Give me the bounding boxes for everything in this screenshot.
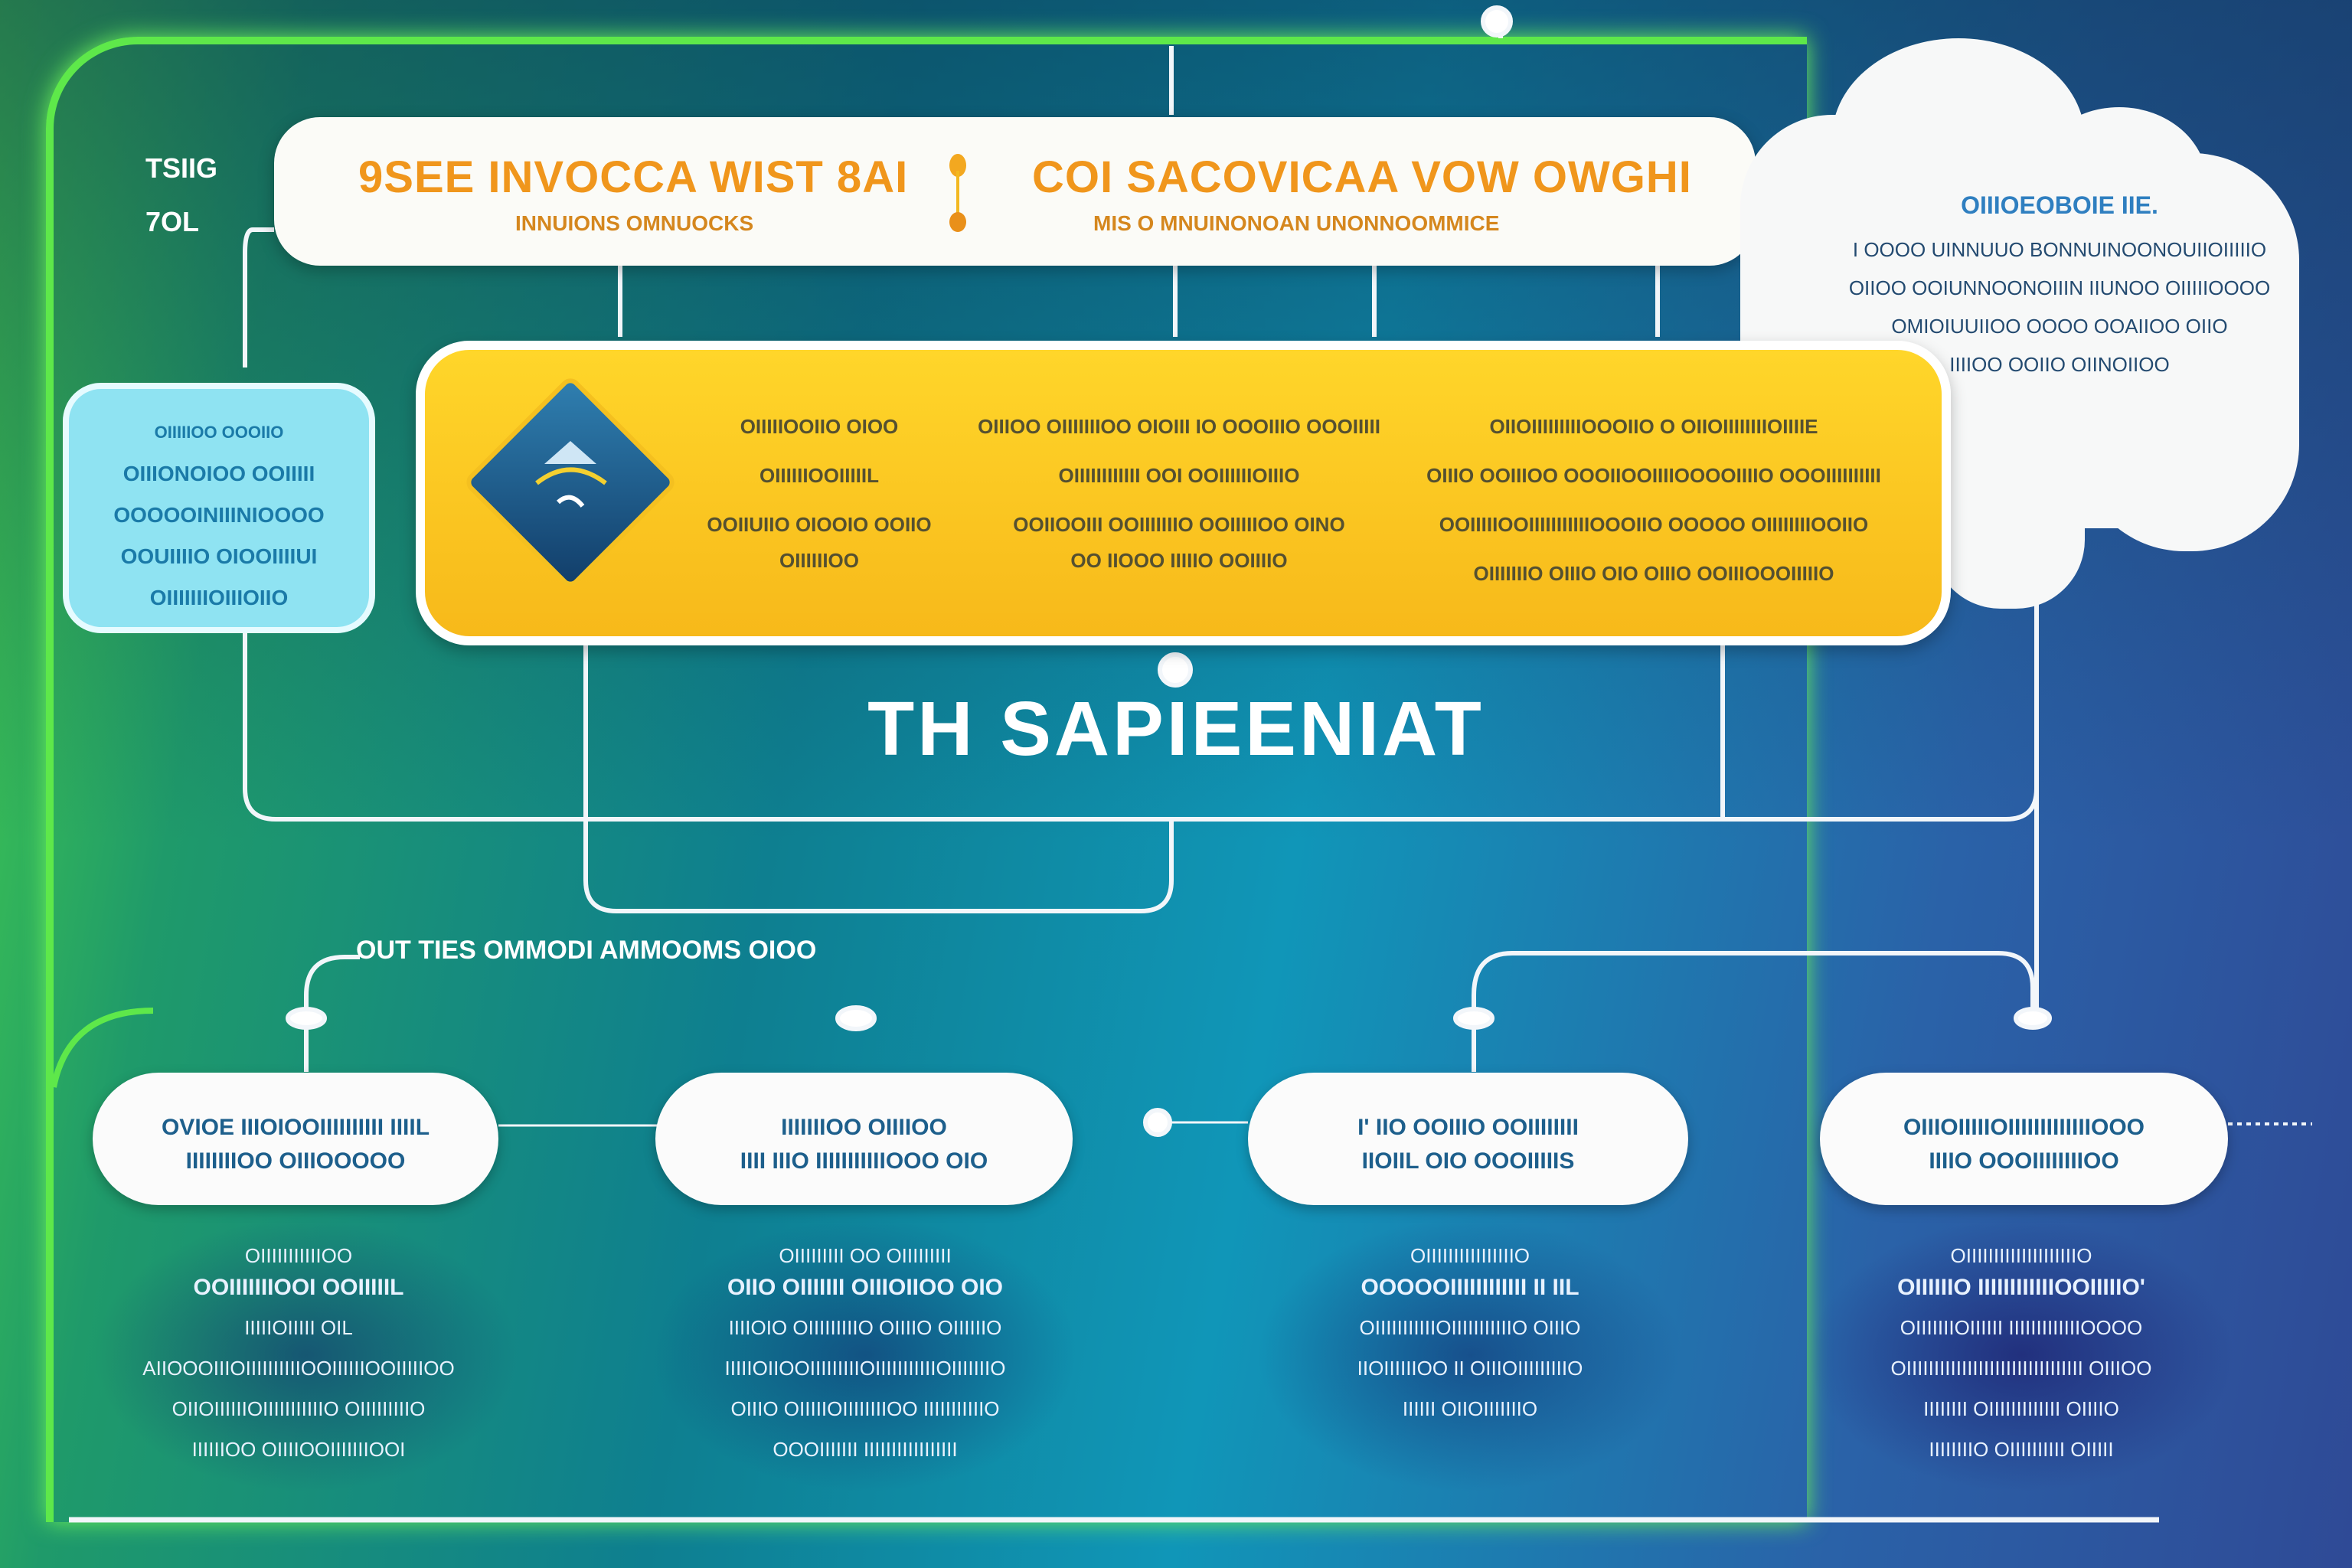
stage-4-text: OIIIIIIIIIIIIIIIIIIIIO OIIIIIIO IIIIIIIII… [1807,1244,2236,1470]
text-line: OOOOOINIIINIOOOO [113,503,325,527]
text-line: OIIIONOIOO OOIIIII [122,462,315,485]
text-line: OIIO OIIIIIII OIIIOIIOO OIO [727,1275,1004,1300]
connector-top [1169,23,1503,115]
text-line: OIIIOIIIIIOIIIIIIIIIIIIIOOO [1903,1115,2145,1140]
text-line: OOIIOOIII OOIIIIIIIO OOIIIIIOO OINO [1013,513,1345,536]
yellow-col-3: OIIOIIIIIIIIIOOOIIO O OIIOIIIIIIIIOIIIIE… [1401,402,1906,598]
yellow-col-2: OIIIOO OIIIIIIIOO OIOIII IO OOOIIIO OOOI… [949,402,1409,572]
text-line: OOIIUIIO OIOOIO OOIIO [707,513,932,536]
left-info-box: OIIIIIOO OOOIIO OIIIONOIOO OOIIIII OOOOO… [63,383,375,633]
text-line: OOOOOIIIIIIIIIIII II IIL [1361,1275,1579,1300]
text-line: OIIIIIIOO [779,549,859,572]
text-line: IIIIIIOO OIIIIOOIIIIIIIOOI [191,1438,406,1461]
stage-3-pill[interactable]: I' IIO OOIIIO OOIIIIIIII IIOIIL OIO OOOII… [1248,1073,1688,1205]
text-line: OIIIIIIIO OIIIO OIO OIIIO OOIIIOOOIIIIIO [1473,562,1834,585]
stage-1-text: OIIIIIIIIIIIOO OOIIIIIIIOOI OOIIIIIL IIIII… [84,1244,513,1470]
stage-2-text: OIIIIIIIII OO OIIIIIIIII OIIO OIIIIIII OI… [651,1244,1080,1470]
section-label: OUT TIES OMMODI AMMOOMS OIOO [356,936,817,965]
outer-frame [46,37,1807,1522]
text-line: OIIIOEOBOIE IIE. [1961,191,2158,219]
text-line: IIIIIIIIOO OIIIOOOOO [185,1148,406,1174]
text-line: OIIIIIIIOIIIOIIO [149,586,289,609]
text-line: OIIIIIOO OOOIIO [154,423,284,442]
text-line: OIIIIIIIOIIIIII IIIIIIIIIIIIIOOOO [1900,1316,2143,1339]
banner-right-title: COI SACOVICAA VOW OWGHI [1032,152,1692,202]
stage-1-pill[interactable]: OVIOE IIIOIOOIIIIIIIIII IIIIL IIIIIIIIOO … [93,1073,498,1205]
text-line: IIIIII OIIOIIIIIIIO [1402,1397,1538,1420]
text-line: OIIIIIIIIIIIIIIIIIIIIIIIIIIIIIIII OIIIOO [1890,1357,2152,1380]
text-line: IIIIOO OOIIO OIINOIIOO [1949,353,2170,376]
connector-stage3-4 [1472,951,2035,1072]
text-line: OO IIOOO IIIIIO OOIIIIO [1070,549,1288,572]
text-line: TSIIG [145,152,218,184]
text-line: OIIIIIIIIIIIOO [244,1244,353,1267]
text-line: OIIOO OOIUNNOONOIIIN IIUNOO OIIIIIOOOO [1848,276,2271,299]
text-line: OVIOE IIIOIOOIIIIIIIIII IIIIL [161,1115,430,1140]
central-yellow-box [416,341,1951,645]
yellow-col-1: OIIIIIOOIIO OIOO OIIIIIIOOIIIIIL OOIIUIIO … [693,402,946,572]
text-line: IIIIIIIIO OIIIIIIIIII OIIIII [1929,1438,2114,1461]
stage-2-pill[interactable]: IIIIIIIOO OIIIIOO IIII IIIO IIIIIIIIIIIOO… [655,1073,1073,1205]
text-line: AIIOOOIIIOIIIIIIIIIIOOIIIIIIOOIIIIIOO [142,1357,455,1380]
banner-left-subtitle: INNUIONS OMNUOCKS [515,211,754,235]
text-line: IIOIIL OIO OOOIIIIIS [1361,1148,1575,1174]
text-line: IIIIIOIIIII OIL [244,1316,353,1339]
text-line: OOIIIIIIIOOI OOIIIIIL [193,1275,404,1300]
stage-2-backdrop [651,1217,1080,1493]
text-line: OIIIO OIIIIIOIIIIIIIIOO IIIIIIIIIIIO [730,1397,1000,1420]
emblem-icon [462,374,679,591]
text-line: I' IIO OOIIIO OOIIIIIIII [1357,1115,1579,1140]
text-line: OIIIIIIIIIIIIIIIIO [1410,1244,1530,1267]
text-line: OIIIIIOOIIO OIOO [740,415,899,438]
key-icon [949,154,966,232]
node-dot [1481,5,1513,38]
stage-3-text: OIIIIIIIIIIIIIIIIO OOOOOIIIIIIIIIIII II I… [1256,1244,1684,1429]
corner-label: TSIIG 7OL [145,142,217,249]
text-line: OIIIIIIIIIIII OOI OOIIIIIIOIIIO [1058,464,1300,487]
text-line: OMIOIUUIIOO OOOO OOAIIOO OIIO [1891,315,2228,338]
text-line: IIII IIIO IIIIIIIIIIIOOO OIO [740,1148,988,1174]
cloud-text: OIIIOEOBOIE IIE. I OOOO UINNUUO BONNUINO… [1838,191,2282,384]
text-line: OIIIIIIIIIIIOIIIIIIIIIIIO OIIIO [1359,1316,1581,1339]
text-line: 7OL [145,206,200,237]
text-line: OIIIIIIIII OO OIIIIIIIII [779,1244,952,1267]
text-line: IIIIO OOOIIIIIIIIOO [1929,1148,2119,1174]
main-title: TH SAPIEENIAT [867,686,1485,772]
text-line: OOIIIIIOOIIIIIIIIIIIOOOIIO OOOOO OIIIIII… [1439,513,1869,536]
stage-3-backdrop [1256,1217,1684,1493]
text-line: OOUIIIIO OIOOIIIIUI [120,544,318,568]
connector-inner-loop [583,645,1174,913]
connector-banner-yellow [618,266,1660,337]
text-line: OIIIIIIO IIIIIIIIIIIIOOIIIIIO' [1897,1275,2145,1300]
banner-left-title: 9SEE INVOCCA WIST 8AI [358,152,909,202]
text-line: IIIIIIII OIIIIIIIIIIIII OIIIIO [1923,1397,2119,1420]
text-line: IIOIIIIIIOO II OIIIOIIIIIIIIIO [1357,1357,1583,1380]
text-line: IIIIIOIIOOIIIIIIIIIOIIIIIIIIIIIOIIIIIIIO [724,1357,1006,1380]
stage-4-pill[interactable]: OIIIOIIIIIOIIIIIIIIIIIIIOOO IIIIO OOOIIII… [1820,1073,2228,1205]
stage-1-backdrop [92,1217,521,1493]
text-line: OIIIIIIOOIIIIIL [759,464,879,487]
text-line: OIIIO OOIIIOO OOOIIOOIIIIOOOOIIIIO OOOII… [1426,464,1881,487]
text-line: OIIIOO OIIIIIIIOO OIOIII IO OOOIIIO OOOI… [978,415,1380,438]
node-dot [1158,652,1193,688]
text-line: OIIIIIIIIIIIIIIIIIIIIO [1950,1244,2092,1267]
text-line: OIIOIIIIIIIIIOOOIIO O OIIOIIIIIIIIOIIIIE [1489,415,1818,438]
top-banner: 9SEE INVOCCA WIST 8AI INNUIONS OMNUOCKS … [274,117,1756,266]
connector-stage1 [304,955,360,1072]
text-line: IIIIIIIOO OIIIIOO [781,1115,947,1140]
text-line: OOOIIIIIII IIIIIIIIIIIIIIIII [773,1438,958,1461]
text-line: I OOOO UINNUUO BONNUINOONOUIIOIIIIIO [1852,238,2267,261]
banner-right-subtitle: MIS O MNUINONOAN UNONNOOMMICE [1093,211,1500,235]
stage-4-backdrop [1807,1217,2236,1493]
text-line: IIIIOIO OIIIIIIIIIO OIIIIO OIIIIIIO [728,1316,1002,1339]
text-line: OIIOIIIIIIOIIIIIIIIIIIO OIIIIIIIIIO [172,1397,426,1420]
